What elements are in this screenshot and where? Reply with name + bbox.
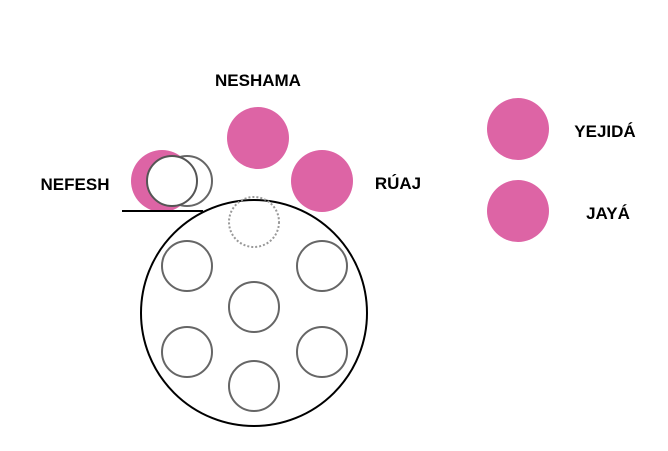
slot-circle xyxy=(161,240,213,292)
nefesh-label: NEFESH xyxy=(41,175,110,194)
slot-circle xyxy=(228,360,280,412)
slot-circle xyxy=(228,281,280,333)
slot-circle xyxy=(296,326,348,378)
ruaj-label: RÚAJ xyxy=(375,174,421,193)
inner-slots xyxy=(161,240,348,412)
neshama-label: NESHAMA xyxy=(215,71,301,90)
dotted-slot-circle xyxy=(228,196,280,248)
yejida-label: YEJIDÁ xyxy=(574,122,635,141)
ruaj-circle xyxy=(291,150,353,212)
neshama-circle xyxy=(227,107,289,169)
jaya-label: JAYÁ xyxy=(586,204,630,223)
slot-circle xyxy=(296,240,348,292)
yejida-circle xyxy=(487,98,549,160)
slot-circle xyxy=(161,326,213,378)
nefesh-outline-circle-front xyxy=(146,155,198,207)
jaya-circle xyxy=(487,180,549,242)
container-circle xyxy=(140,199,368,427)
